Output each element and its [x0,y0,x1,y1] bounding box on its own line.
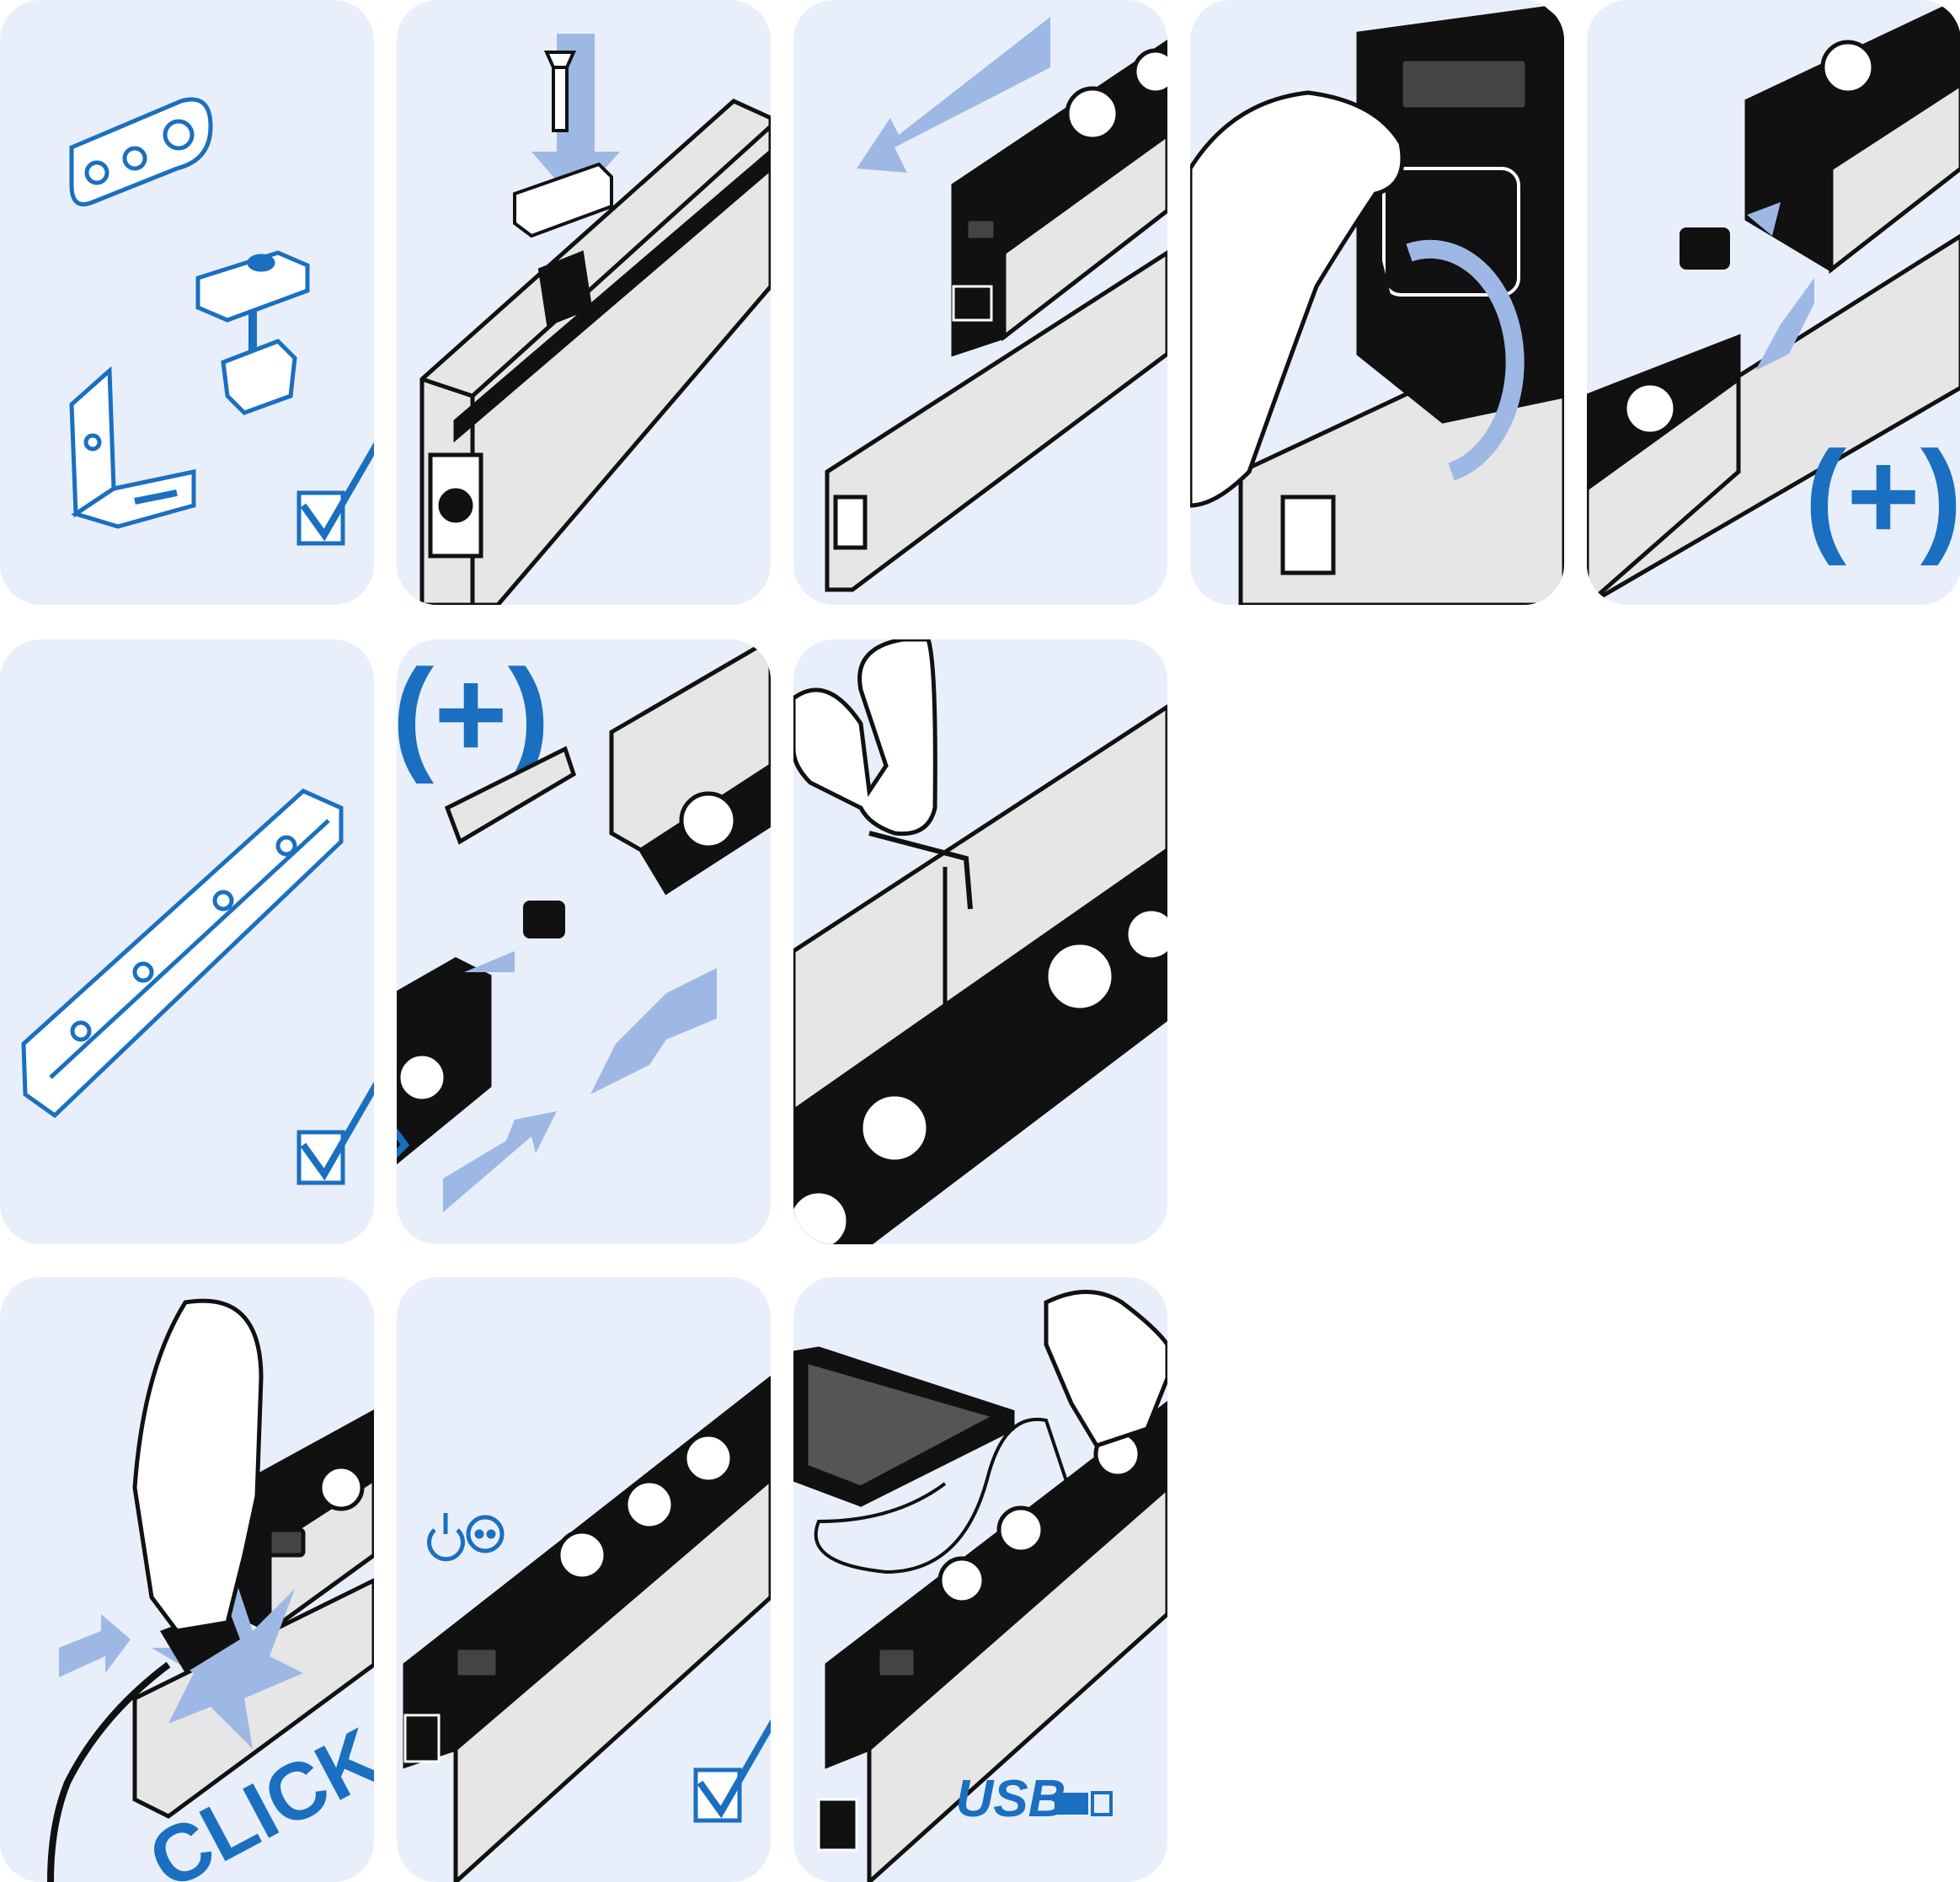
usb-charging-illustration: USB [793,1290,1167,1882]
angle-bracket-icon [69,366,196,529]
hand-icon [132,1298,264,1633]
join-arrows-icon [1747,202,1814,371]
countersunk-screw-icon [543,51,577,132]
plus-option-icon: (+) [397,643,550,784]
aluminium-profile-icon [419,99,771,605]
slot-nut-icon [513,162,613,327]
usb-text: USB [956,1770,1066,1828]
step-panel-3 [793,0,1167,605]
socket-strip-end-icon [951,39,1167,357]
screw-into-profile-illustration [419,34,771,605]
tighten-with-hex-key-illustration [1190,6,1564,605]
step-panel-10 [397,1277,771,1882]
left-arrow-icon [857,17,1050,173]
hex-key-icon [868,831,973,910]
step-panel-4 [1190,0,1564,605]
plug-in-power-cable-illustration: CLICK [47,1298,374,1882]
connector-rail-illustration [21,789,374,1185]
step-panel-1 [0,0,374,605]
socket-strip-icon [817,1400,1167,1882]
slide-strip-onto-profile-illustration [825,17,1167,592]
smartphone-icon [793,1346,1015,1507]
step-panel-5: (+) [1587,0,1960,605]
parts-illustration [69,97,374,546]
socket-strip-icon [1587,0,1960,605]
socket-strip-joined-icon [793,704,1167,1244]
step-panel-11: USB [793,1277,1167,1882]
right-arrow-icon [59,1614,131,1677]
option-text: (+) [1804,425,1960,566]
power-switch-icon [427,1513,465,1562]
optional-connector-illustration: (+) [1587,0,1960,605]
aluminium-profile-icon [825,250,1167,592]
tighten-joined-strips-illustration [793,639,1167,1244]
hex-key-icon [1348,142,1470,383]
finished-strip-illustration [403,1375,771,1882]
connector-rail-icon [21,789,344,1119]
socket-strip-icon [397,639,771,1165]
step-panel-2 [397,0,771,605]
connector-icon [523,901,565,938]
plus-option-icon: (+) [1804,425,1960,566]
down-arrow-icon [531,34,620,202]
connector-icon [1680,227,1730,270]
hand-icon [793,639,937,837]
rotate-arrow-icon [1406,239,1525,481]
check-mark-icon [296,441,374,546]
check-mark-icon [296,1081,374,1185]
bracket-plate-icon [69,97,213,206]
hand-icon [1044,1290,1167,1449]
check-mark-icon [397,1128,410,1158]
join-arrows-icon [443,951,717,1212]
socket-strip-icon [403,1375,771,1882]
step-panel-7: (+) [397,639,771,1244]
step-panel-9: CLICK [0,1277,374,1882]
socket-symbol-icon [466,1515,505,1553]
join-strips-illustration: (+) [397,639,771,1212]
t-slot-nut-screw-icon [195,250,310,415]
step-panel-8 [793,639,1167,1244]
check-mark-icon [693,1719,771,1823]
hand-icon [1190,90,1405,508]
option-text: (+) [397,643,550,784]
usb-cable-icon [814,1417,1073,1575]
step-panel-6 [0,639,374,1244]
usb-logo-icon: USB [956,1770,1113,1828]
socket-strip-icon [132,1409,374,1819]
